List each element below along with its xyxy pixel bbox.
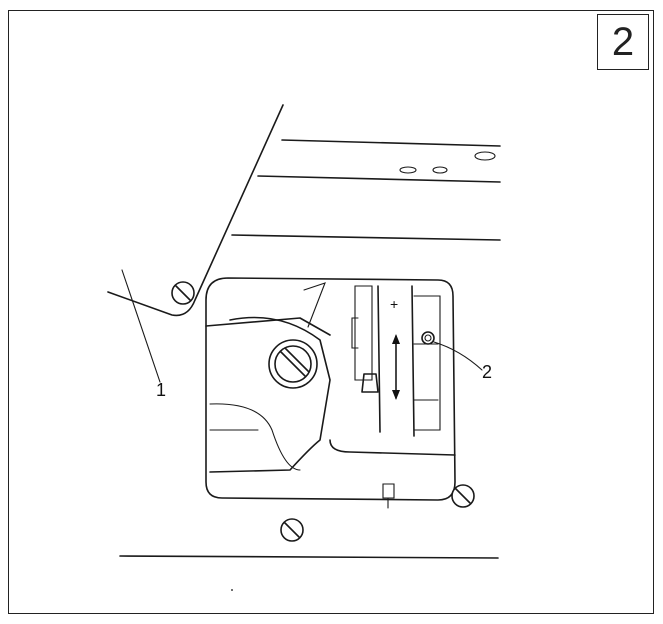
figure-number-box: 2 <box>597 14 649 70</box>
figure-number: 2 <box>611 19 635 64</box>
arm-link <box>303 282 326 328</box>
bottom-clip <box>382 483 395 499</box>
bed-slot-2 <box>432 166 448 174</box>
bracket <box>354 285 373 381</box>
screw-lower-left-icon <box>280 518 304 542</box>
large-screw-icon <box>268 339 318 389</box>
screw-lower-right-icon <box>451 484 475 508</box>
arm-line-1 <box>205 317 331 336</box>
nut <box>361 373 379 393</box>
bed-edge-upper <box>257 175 501 183</box>
base-curve <box>209 403 301 471</box>
inspection-window <box>205 277 456 501</box>
plus-label: + <box>390 296 399 312</box>
bed-edge-top <box>281 139 501 147</box>
bracket-side <box>351 317 359 349</box>
needle-bar-right <box>411 285 415 437</box>
bed-edge-mid <box>231 234 501 241</box>
set-screw-icon <box>421 331 435 345</box>
figure-frame <box>8 10 654 614</box>
cover-plate-edge <box>121 269 161 383</box>
bed-slot-1 <box>399 166 417 174</box>
speck <box>231 589 233 591</box>
leader-2 <box>433 341 483 371</box>
screw-cover-icon <box>171 281 195 305</box>
needle-bar-left <box>377 285 381 433</box>
bed-front-edge <box>119 555 499 559</box>
floor-line <box>329 439 456 456</box>
callout-1: 1 <box>156 380 167 400</box>
bed-slot-3 <box>474 151 496 161</box>
callout-2: 2 <box>482 362 493 382</box>
up-down-arrow-icon <box>392 334 400 400</box>
block-right <box>413 295 441 431</box>
cover-plate-outline <box>107 104 284 317</box>
lever <box>209 316 331 473</box>
